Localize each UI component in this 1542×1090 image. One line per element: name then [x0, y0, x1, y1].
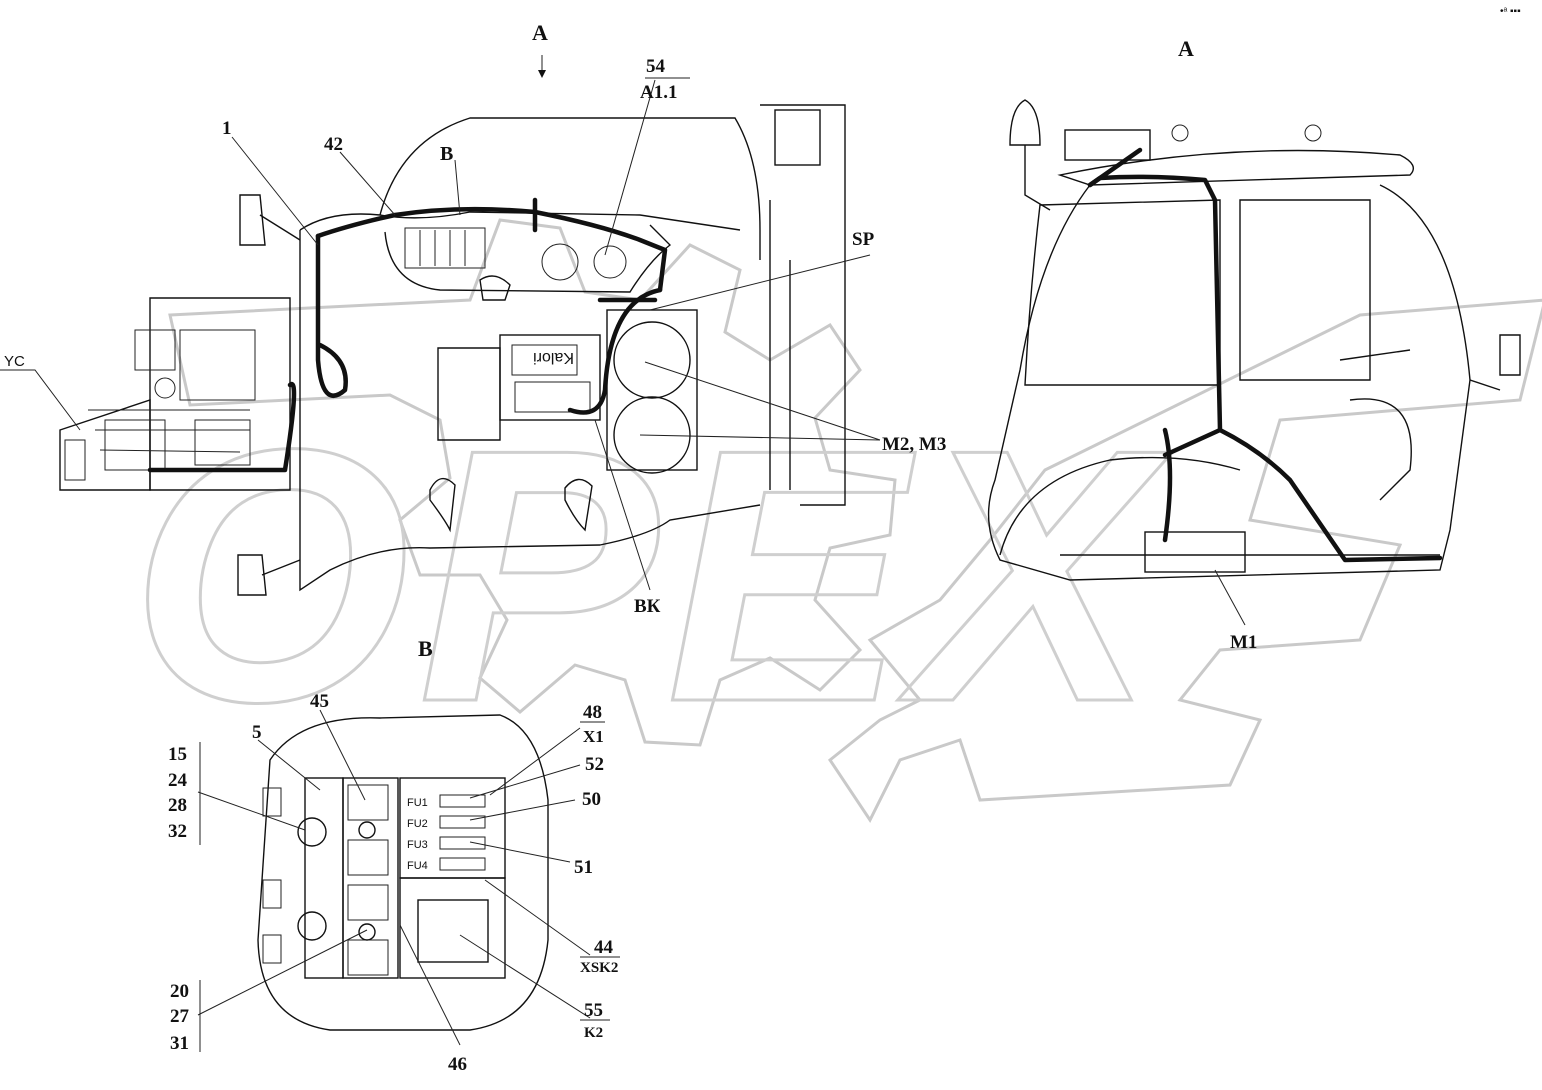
panel-brand-text: Kalori — [533, 349, 574, 366]
label-44: 44 — [594, 937, 614, 958]
label-xsk2: XSK2 — [580, 960, 618, 976]
label-48: 48 — [583, 702, 602, 723]
label-a1-1: A1.1 — [640, 82, 677, 103]
group-lower-27: 27 — [170, 1006, 190, 1027]
group-upper-32: 32 — [168, 821, 187, 842]
label-view-a-arrow: A — [532, 20, 548, 45]
label-m2-m3: M2, M3 — [882, 434, 946, 455]
label-1: 1 — [222, 118, 232, 139]
label-sp: SP — [852, 229, 875, 250]
label-55: 55 — [584, 1000, 603, 1021]
watermark-logo: OPEX — [129, 218, 1542, 823]
detail-view-b: FU1 FU2 FU3 FU4 — [257, 714, 549, 1031]
label-callout-b: B — [440, 143, 453, 165]
group-upper-15: 15 — [168, 744, 187, 765]
label-x1: X1 — [583, 727, 604, 746]
label-bk: ВК — [634, 596, 661, 617]
fuse-fu2: FU2 — [407, 818, 428, 830]
fuse-fu3: FU3 — [407, 839, 428, 851]
label-51: 51 — [574, 857, 593, 878]
group-lower-31: 31 — [170, 1033, 189, 1054]
group-upper-24: 24 — [168, 770, 188, 791]
label-50: 50 — [582, 789, 601, 810]
corner-mark: •ᵃ ▪▪▪ — [1500, 6, 1521, 17]
label-k2: K2 — [584, 1025, 603, 1041]
leader-lines — [0, 55, 1246, 1052]
top-view-tractor: Kalori — [59, 104, 846, 596]
fuse-fu4: FU4 — [407, 860, 428, 872]
fuse-fu1: FU1 — [407, 797, 428, 809]
label-45: 45 — [310, 691, 329, 712]
label-54: 54 — [646, 56, 666, 77]
label-5: 5 — [252, 722, 262, 743]
label-yc: YC — [4, 353, 25, 370]
label-view-a-title: A — [1178, 36, 1194, 61]
group-upper-28: 28 — [168, 795, 187, 816]
label-46: 46 — [448, 1054, 467, 1075]
watermark-text: OPEX — [130, 375, 1173, 777]
group-lower-20: 20 — [170, 981, 189, 1002]
label-m1: M1 — [1230, 632, 1257, 653]
label-52: 52 — [585, 754, 604, 775]
label-view-b-title: B — [418, 636, 433, 661]
side-view-cab — [987, 99, 1521, 581]
label-42: 42 — [324, 134, 343, 155]
labels: A A B B 1 42 54 A1.1 SP YC M2, M3 ВК M1 … — [4, 20, 1257, 1075]
